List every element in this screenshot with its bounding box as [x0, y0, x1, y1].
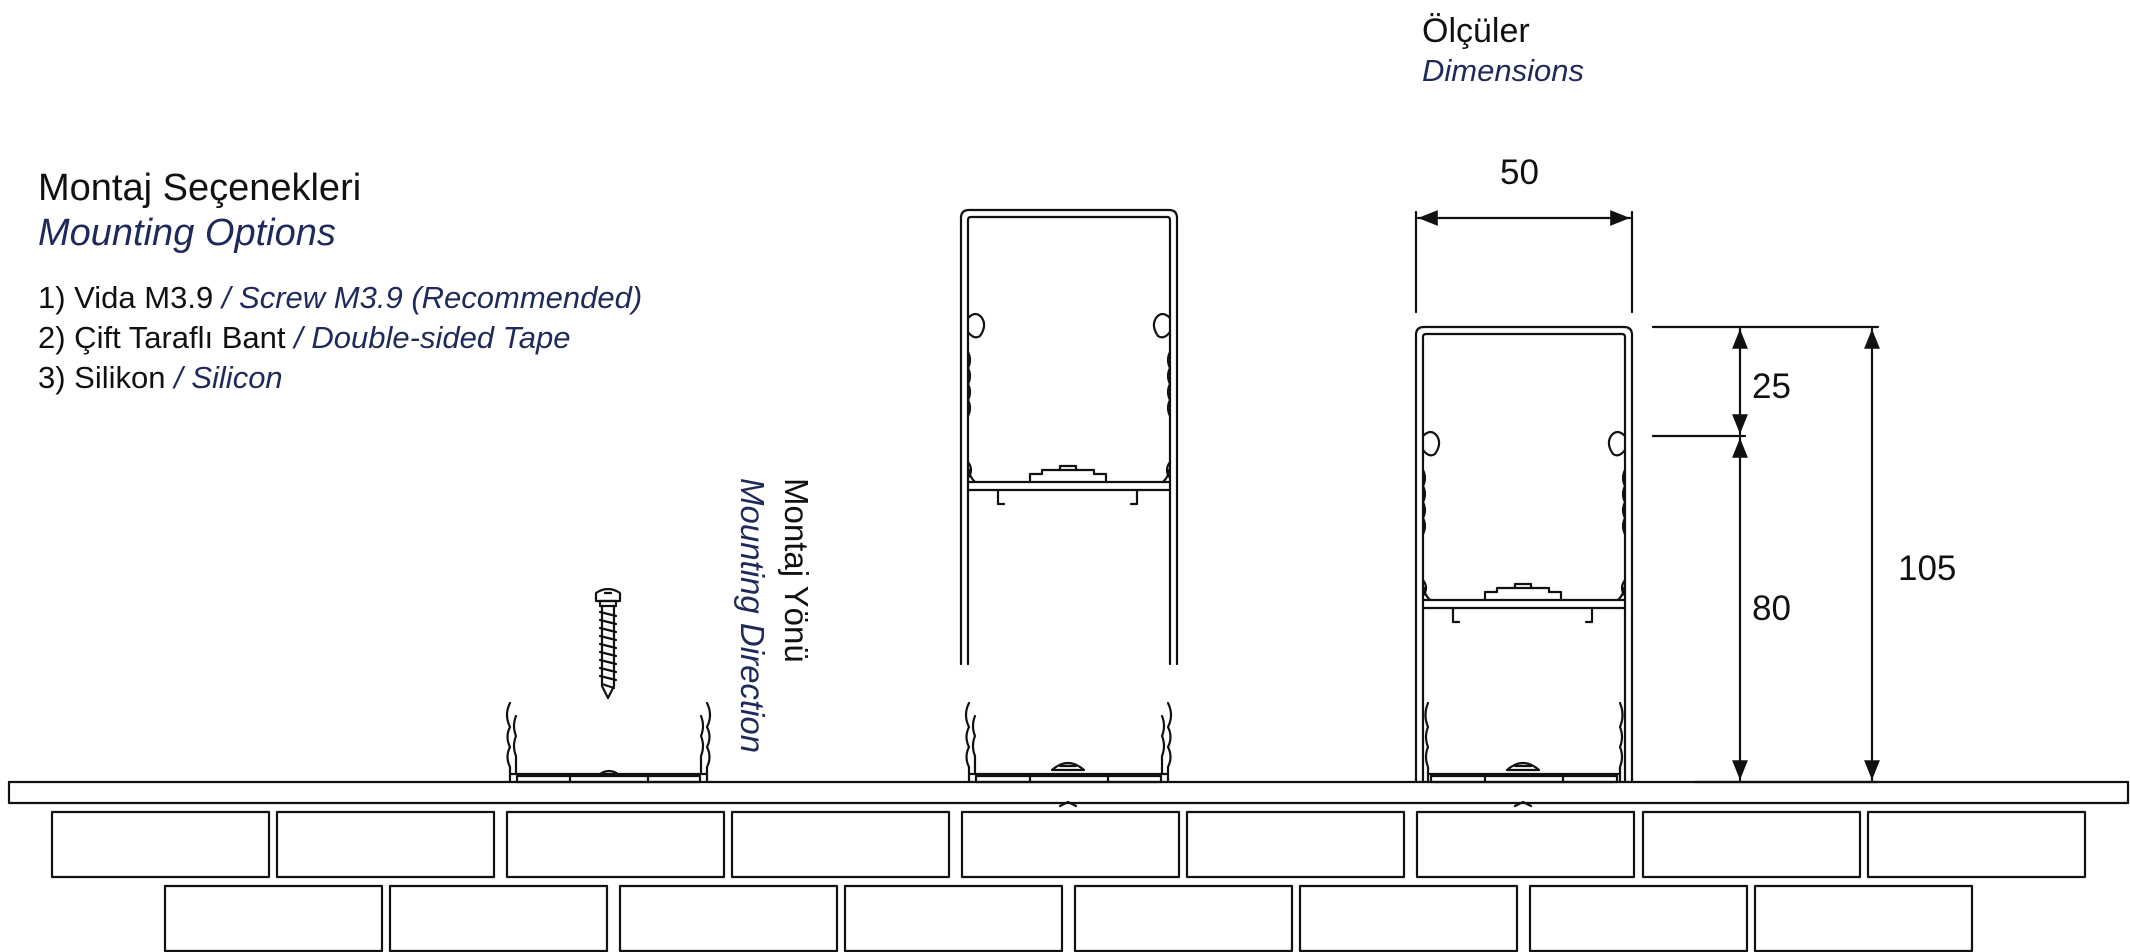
option-tape: 2) Çift Taraflı Bant / Double-sided Tape — [38, 318, 642, 358]
option-screw: 1) Vida M3.9 / Screw M3.9 (Recommended) — [38, 278, 642, 318]
dimension-total-height-label: 105 — [1898, 549, 1956, 588]
dimension-top-height-label: 25 — [1752, 367, 1791, 406]
direction-tr: Montaj Yönü — [778, 478, 815, 663]
option-label-en: / Screw M3.9 (Recommended) — [221, 280, 643, 315]
option-label-en: / Double-sided Tape — [294, 320, 571, 355]
led-profile-unmounted — [959, 208, 1179, 666]
mounting-direction-label: Montaj Yönü Mounting Direction — [734, 478, 815, 753]
mounting-title-tr: Montaj Seçenekleri — [38, 167, 362, 209]
option-label-en: / Silicon — [174, 360, 283, 395]
direction-en: Mounting Direction — [734, 478, 771, 753]
dimensions-heading: Ölçüler Dimensions — [1422, 10, 1584, 90]
led-profile-installed — [1414, 325, 1634, 808]
screw-icon — [594, 587, 622, 700]
mounting-options-heading: Montaj Seçenekleri Mounting Options — [38, 166, 361, 256]
option-silicon: 3) Silikon / Silicon — [38, 358, 642, 398]
dimension-heights — [1651, 325, 1880, 784]
dimensions-title-en: Dimensions — [1422, 53, 1584, 88]
dimensions-title-tr: Ölçüler — [1422, 12, 1530, 50]
option-label-tr: 2) Çift Taraflı Bant — [38, 320, 286, 355]
mounting-clip-1 — [505, 701, 712, 784]
mounting-title-en: Mounting Options — [38, 212, 336, 254]
mounting-options-list: 1) Vida M3.9 / Screw M3.9 (Recommended) … — [38, 278, 642, 398]
mounting-clip-2 — [964, 701, 1173, 808]
option-label-tr: 3) Silikon — [38, 360, 166, 395]
ceiling-slab — [7, 780, 2130, 805]
dimension-body-height-label: 80 — [1752, 589, 1791, 628]
dimension-width — [1414, 210, 1634, 314]
dimension-width-label: 50 — [1500, 153, 1539, 192]
brick-wall — [50, 810, 2087, 952]
option-label-tr: 1) Vida M3.9 — [38, 280, 214, 315]
